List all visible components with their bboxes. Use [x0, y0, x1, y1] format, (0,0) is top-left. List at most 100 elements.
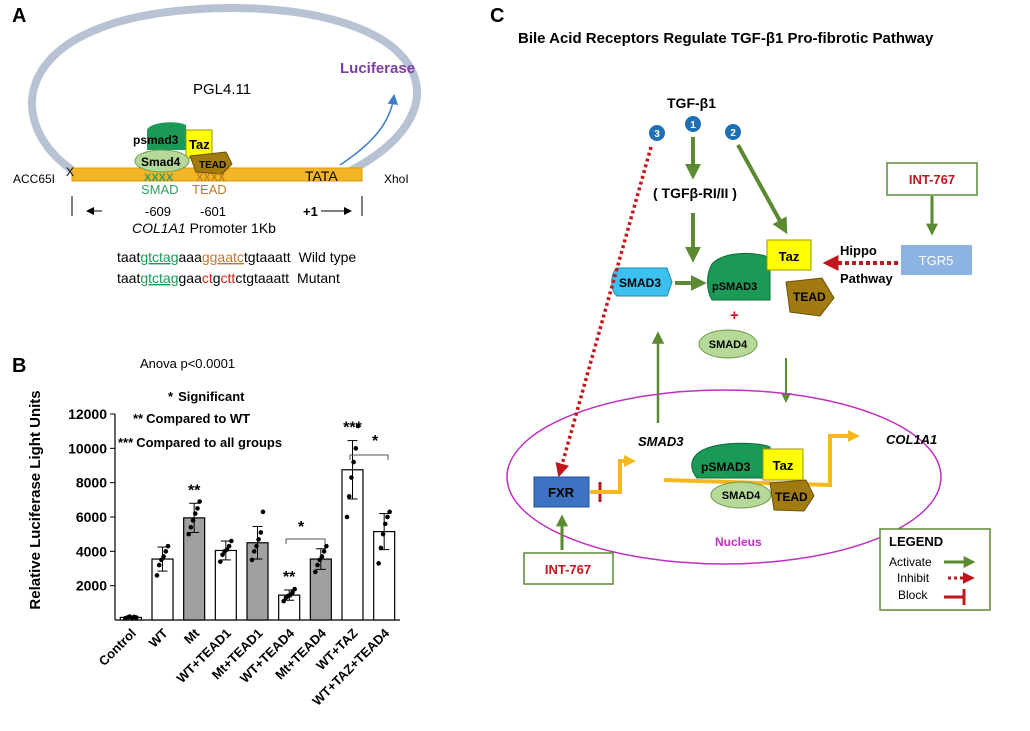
y-tick-label: 10000 [68, 440, 107, 456]
legend-text-1: Significant [178, 389, 245, 404]
step-1-circle [685, 116, 701, 132]
protein-psmad3-shape [147, 122, 186, 150]
pathway-label: Pathway [840, 271, 894, 286]
tgr5-label: TGR5 [919, 253, 954, 268]
data-point [344, 514, 350, 520]
nuclear-tead-shape [769, 479, 815, 512]
tata-box: TATA [305, 168, 338, 184]
protein-smad4-label: Smad4 [141, 155, 181, 169]
panel-a-label: A [12, 5, 26, 27]
taz-label: Taz [779, 249, 800, 264]
smad3-gene-label: SMAD3 [638, 434, 684, 449]
protein-taz-label: Taz [189, 137, 210, 152]
tgf-beta1-label: TGF-β1 [667, 95, 716, 111]
panel-b-label: B [12, 355, 26, 377]
tead-shape [785, 277, 835, 317]
data-point [315, 562, 320, 568]
tead-site-label: TEAD [192, 182, 227, 197]
panel-a: A PGL4.11 Luciferase X ACC65I XhoI TATA … [12, 3, 421, 286]
fxr-label: FXR [548, 485, 575, 500]
fxr-box [533, 476, 590, 508]
tgr5-box [901, 245, 972, 275]
data-point [351, 459, 356, 465]
data-point [258, 530, 264, 535]
legend-sym-2: ** [133, 411, 144, 426]
arrow-tgf-to-taz [736, 144, 788, 235]
legend-activate: Activate [889, 555, 932, 569]
y-tick-label: 12000 [68, 406, 107, 422]
legend-title: LEGEND [889, 534, 943, 549]
data-point [317, 557, 323, 563]
data-point [154, 573, 160, 578]
data-point [353, 446, 359, 451]
nucleus-membrane [506, 389, 942, 565]
smad3-label: SMAD3 [619, 276, 661, 290]
wt-seq-part1: taat [117, 249, 140, 265]
luciferase-label: Luciferase [340, 60, 415, 77]
data-point [349, 475, 354, 480]
mut-seq-part3: g [213, 270, 221, 286]
legend-line-1: * Significant [168, 389, 245, 404]
y-tick-label: 4000 [76, 543, 107, 559]
taz-shape [766, 239, 812, 271]
data-point [195, 506, 200, 511]
nuclear-smad4-shape [710, 481, 772, 509]
step-2-circle [725, 124, 741, 140]
data-point [159, 557, 164, 563]
smad4-label: SMAD4 [709, 339, 748, 351]
data-point [313, 569, 318, 575]
legend-block: Block [898, 588, 928, 602]
data-point [251, 549, 257, 554]
data-point [220, 552, 225, 558]
data-point [281, 598, 286, 604]
step-2-num: 2 [730, 128, 736, 139]
plasmid-ring [28, 3, 421, 176]
inhibit-arrow-to-fxr [555, 146, 653, 478]
mut-seq-part1: taat [117, 270, 140, 286]
data-point [190, 518, 196, 523]
col1a1-label: COL1A1 [886, 432, 937, 447]
legend-block-bar [944, 589, 966, 605]
nuclear-tead-label: TEAD [775, 490, 808, 504]
y-tick-label: 2000 [76, 578, 107, 594]
wt-seq-part2: aaa [179, 249, 203, 265]
legend-box [879, 528, 991, 611]
smad-site-marks: XXXX [144, 172, 174, 184]
data-point [292, 586, 297, 592]
site-x-mark: X [66, 165, 74, 179]
data-point [165, 543, 171, 549]
sig-bracket-taz [349, 454, 389, 460]
data-point [186, 531, 191, 537]
panel-c-title: Bile Acid Receptors Regulate TGF-β1 Pro-… [518, 30, 934, 47]
position-601: -601 [200, 204, 226, 219]
legend-sym-1: * [168, 389, 174, 404]
legend-sym-3: *** [118, 435, 134, 450]
data-point [319, 554, 325, 559]
data-point [376, 561, 381, 566]
data-point [218, 559, 223, 564]
nuclear-taz-label: Taz [773, 458, 794, 473]
nucleus-label: Nucleus [715, 535, 762, 549]
x-tick-label: WT [146, 625, 171, 650]
site-acc65i: ACC65I [13, 172, 55, 186]
plasmid-name: PGL4.11 [193, 81, 251, 98]
data-point [355, 423, 361, 429]
sig-bracket-tead4 [285, 538, 326, 544]
significance-marker: *** [343, 420, 362, 437]
smad4-shape [698, 329, 758, 359]
panel-c: C Bile Acid Receptors Regulate TGF-β1 Pr… [490, 5, 991, 611]
protein-tead-label: TEAD [199, 160, 226, 171]
y-axis-label: Relative Luciferase Light Units [27, 390, 44, 609]
data-point [197, 499, 202, 504]
data-point [324, 543, 329, 549]
sig-star-tead4: * [298, 519, 305, 536]
psmad3-label: pSMAD3 [712, 281, 757, 293]
data-point [387, 509, 392, 515]
legend-text-2: Compared to WT [146, 411, 250, 426]
smad3-gene-arrow [590, 455, 636, 494]
mut-seq-mut1: ct [202, 270, 213, 286]
scale-left-head [86, 207, 94, 215]
data-point [226, 543, 232, 549]
